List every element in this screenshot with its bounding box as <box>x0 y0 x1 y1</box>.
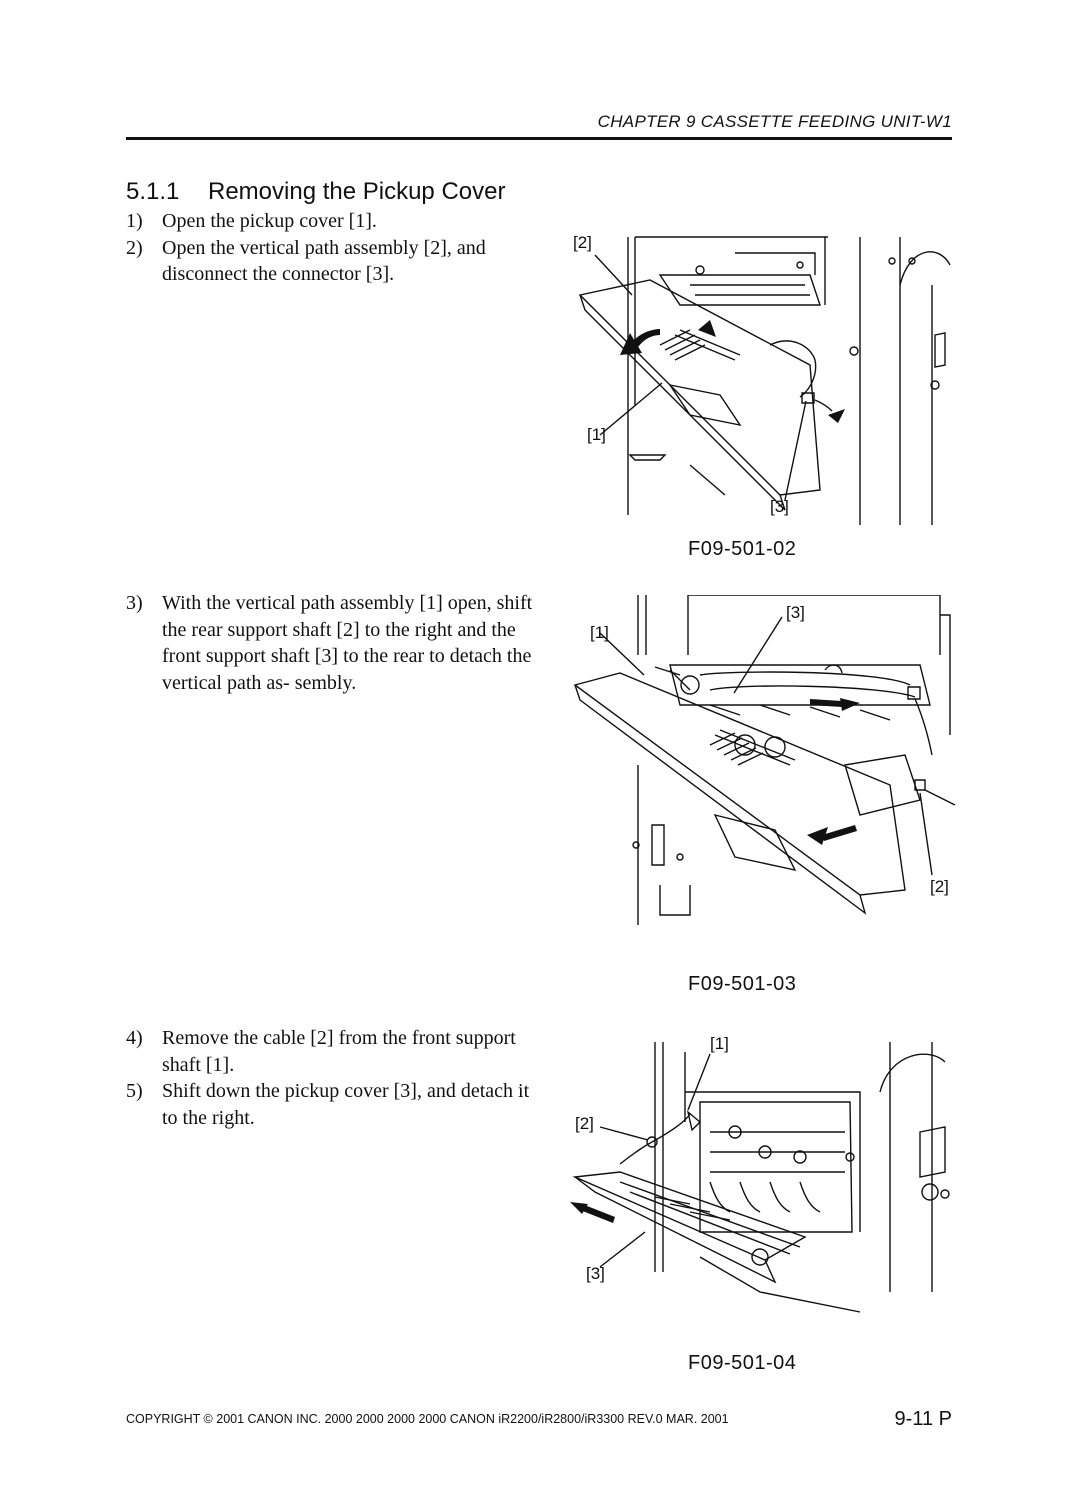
step-item: 1) Open the pickup cover [1]. <box>126 208 536 235</box>
step-number: 4) <box>126 1027 143 1049</box>
step-item: 2) Open the vertical path assembly [2], … <box>126 235 536 288</box>
header-rule <box>126 137 952 140</box>
section-number: 5.1.1 <box>126 178 180 205</box>
chapter-header: CHAPTER 9 CASSETTE FEEDING UNIT-W1 <box>597 112 952 131</box>
steps-group-3: 4) Remove the cable [2] from the front s… <box>126 1025 536 1131</box>
step-item: 4) Remove the cable [2] from the front s… <box>126 1025 536 1078</box>
figure-vertical-path-detach: [3] [1] [2] <box>560 595 960 930</box>
figure-illustration <box>560 225 960 525</box>
figure-illustration <box>560 595 960 930</box>
step-text: Remove the cable [2] from the front supp… <box>162 1027 516 1076</box>
figure-pickup-cover-open: [2] [1] [3] <box>560 225 960 525</box>
step-text: Open the pickup cover [1]. <box>162 210 377 232</box>
callout-3: [3] <box>586 1264 605 1283</box>
step-item: 5) Shift down the pickup cover [3], and … <box>126 1078 536 1131</box>
step-text: Shift down the pickup cover [3], and det… <box>162 1080 530 1129</box>
step-number: 1) <box>126 210 143 232</box>
figure-caption: F09-501-04 <box>688 1352 797 1374</box>
callout-1: [1] <box>587 425 606 444</box>
callout-3: [3] <box>770 497 789 516</box>
callout-1: [1] <box>590 623 609 642</box>
step-number: 3) <box>126 592 143 614</box>
page-number: 9-11 P <box>894 1408 952 1430</box>
footer-copyright: COPYRIGHT © 2001 CANON INC. 2000 2000 20… <box>126 1412 729 1426</box>
step-text: With the vertical path assembly [1] open… <box>162 592 533 694</box>
step-number: 5) <box>126 1080 143 1102</box>
steps-group-2: 3) With the vertical path assembly [1] o… <box>126 590 536 696</box>
figure-caption: F09-501-02 <box>688 538 797 560</box>
callout-3: [3] <box>786 603 805 622</box>
section-title: 5.1.1 Removing the Pickup Cover <box>126 178 505 206</box>
callout-2: [2] <box>930 877 949 896</box>
steps-group-1: 1) Open the pickup cover [1]. 2) Open th… <box>126 208 536 288</box>
callout-2: [2] <box>575 1114 594 1133</box>
callout-2: [2] <box>573 233 592 252</box>
callout-1: [1] <box>710 1034 729 1053</box>
figure-illustration <box>570 1032 960 1332</box>
step-item: 3) With the vertical path assembly [1] o… <box>126 590 536 696</box>
step-number: 2) <box>126 236 143 259</box>
figure-caption: F09-501-03 <box>688 973 797 995</box>
step-text: Open the vertical path assembly [2], and… <box>162 236 486 286</box>
section-title-text: Removing the Pickup Cover <box>208 178 506 205</box>
figure-pickup-cover-remove: [1] [2] [3] <box>560 1032 960 1332</box>
